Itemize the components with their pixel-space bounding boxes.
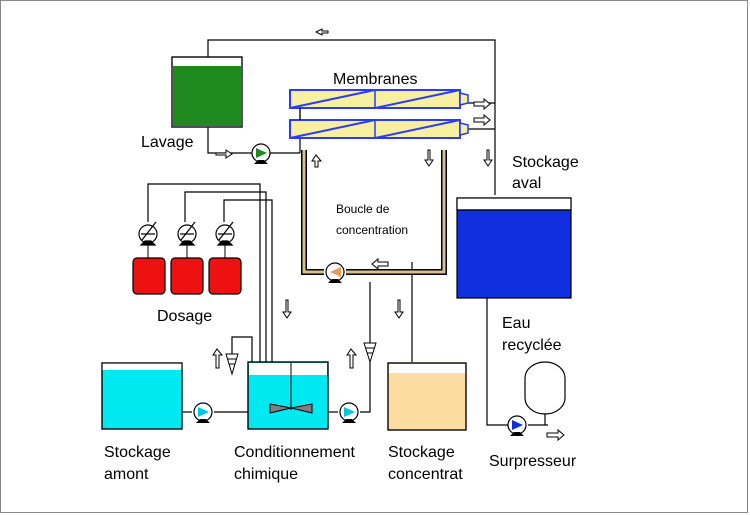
boucle-label-line2: concentration xyxy=(336,223,408,237)
conditionnement-label-line2: chimique xyxy=(234,466,298,483)
dosage-tanks xyxy=(132,245,242,295)
stirrer-icon xyxy=(269,362,313,414)
pressure-vessel-icon xyxy=(524,361,566,415)
stockage-concentrat-tank xyxy=(387,362,467,431)
pump-icon xyxy=(193,402,213,423)
flow-arrow-icon xyxy=(212,28,565,442)
cartridge-filter-icon xyxy=(225,353,239,376)
stockage-aval-label-line1: Stockage xyxy=(512,154,579,171)
cartridge-filter-icon xyxy=(363,342,377,364)
eau-recyclee-label-line2: recyclée xyxy=(502,337,562,354)
pump-icon xyxy=(251,143,271,164)
stockage-aval-tank xyxy=(456,197,572,299)
dosing-pump-icon xyxy=(138,221,158,246)
membranes-label: Membranes xyxy=(333,71,417,88)
stockage-aval-label-line2: aval xyxy=(512,175,541,192)
stockage-amont-tank xyxy=(101,362,183,430)
lavage-tank xyxy=(171,56,243,128)
eau-recyclee-label-line1: Eau xyxy=(502,315,530,332)
stockage-concentrat-label-line2: concentrat xyxy=(388,466,463,483)
membranes-modules xyxy=(289,89,469,139)
pump-icon xyxy=(339,402,359,423)
dosing-pump-icon xyxy=(177,221,197,246)
conditionnement-tank xyxy=(247,361,329,430)
boucle-label-line1: Boucle de xyxy=(336,202,390,216)
conditionnement-label-line1: Conditionnement xyxy=(234,444,356,461)
dosage-label: Dosage xyxy=(157,308,212,325)
lavage-label: Lavage xyxy=(141,134,194,151)
dosing-pump-icon xyxy=(215,221,235,246)
stockage-amont-label-line1: Stockage xyxy=(104,444,171,461)
pump-icon xyxy=(507,415,527,436)
surpresseur-label: Surpresseur xyxy=(489,453,577,470)
stockage-concentrat-label-line1: Stockage xyxy=(388,444,455,461)
concentration-loop xyxy=(301,150,447,275)
stockage-amont-label-line2: amont xyxy=(104,466,149,483)
pump-icon xyxy=(325,262,345,283)
